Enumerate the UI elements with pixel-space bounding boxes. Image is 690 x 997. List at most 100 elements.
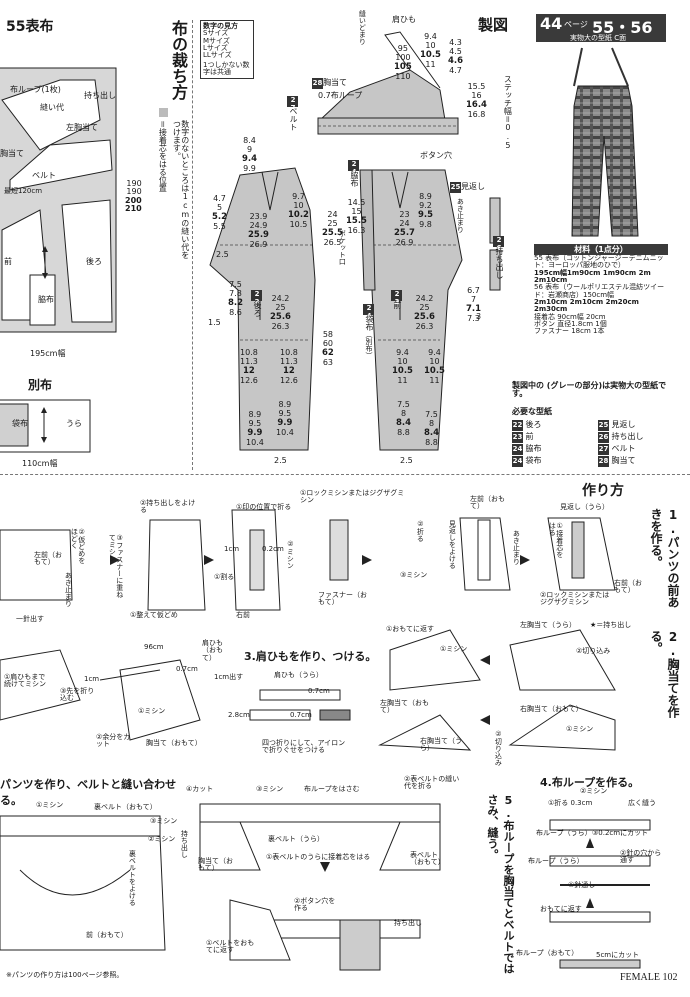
s5-note-5: 胸当て（おもて） — [198, 857, 233, 873]
s6-note-2: ③ミシン — [150, 817, 178, 825]
s1-note-2: ①接着芯をはる — [548, 522, 564, 558]
piece-back: 22後ろ — [251, 290, 262, 317]
s6-note-3: ②ミシン — [148, 835, 176, 843]
s2-note-0: 左胸当て（うら） — [520, 621, 576, 629]
s3-note-3: 0.7cm — [290, 711, 312, 719]
s1-note-22: あき止まり — [64, 572, 73, 607]
instructions-title: 作り方 — [582, 483, 624, 499]
step-2-diagrams — [378, 629, 616, 751]
misc-1: 1.5 — [208, 318, 221, 327]
s5-note-0: ④カット — [186, 785, 214, 793]
s4-note-10: 布ループ（おもて） — [516, 949, 579, 957]
s4-note-2: 広く縫う — [628, 799, 656, 807]
subfabric-title: 別布 — [28, 378, 53, 392]
s1-note-0: 見返し（うら） — [560, 503, 609, 511]
step-3-diagrams — [0, 649, 351, 741]
layout-label-seam: 縫い代 — [40, 103, 64, 112]
strap-note: 縫いどまり — [358, 10, 367, 45]
s1-note-7: ②折る — [416, 520, 425, 542]
piece-placket: 26持ち出し — [493, 236, 504, 279]
layout-label-loop: 布ループ(1枚) — [10, 85, 61, 94]
s2-note-2: ②切り込み — [576, 647, 611, 655]
s1-note-21: 左前（おもて） — [34, 551, 62, 567]
s2-note-9: ②切り込み — [494, 730, 503, 766]
s1-note-5: 左前（おもて） — [470, 495, 505, 511]
s3-note-4: 2.8cm — [228, 711, 250, 719]
s2-note-8: ①ミシン — [566, 725, 594, 733]
piece-facing: 25見返し — [450, 182, 485, 193]
s5-note-6: 裏ベルト（うら） — [268, 835, 324, 843]
s3-note-5: 四つ折りにして、アイロンで折りぐせをつける — [262, 739, 346, 755]
materials-panel: 材料（1点分） 55 表布（コットンジャージーデニムニット：ヨーロッパ服地のひで… — [534, 244, 668, 336]
s4-note-9: 5cmにカット — [596, 951, 640, 959]
pocket-opening: ポケット口 — [338, 230, 347, 265]
subfabric-label-pocket: 袋布 — [12, 419, 28, 428]
s3-note-8: 0.7cm — [176, 665, 198, 673]
s2-note-1: ★＝持ち出し — [590, 621, 632, 629]
s4-note-4: ③0.2cmにカット — [592, 829, 649, 837]
s4-note-3: 布ループ（うら） — [536, 829, 592, 837]
piece-bib: 28胸当て — [312, 78, 347, 89]
s5-note-4: 持ち出し — [180, 830, 189, 858]
s3-note-11: ②余分をカット — [96, 733, 131, 749]
s5-note-9: ②ボタン穴を作る — [294, 897, 336, 913]
s5-note-2: 布ループをはさむ — [304, 785, 360, 793]
pattern-pieces-need: 必要な型紙 — [512, 407, 552, 416]
hem-gap-front: 2.5 — [400, 456, 413, 465]
s5-note-8: 表ベルト（おもて） — [410, 851, 445, 867]
s6-note-0: ①ミシン — [36, 801, 64, 809]
subfabric-diagram — [0, 399, 91, 453]
s1-note-15: 右前 — [236, 611, 250, 619]
strap-label: 肩ひも — [392, 15, 416, 24]
s1-note-23: 一針出す — [16, 615, 44, 623]
s4-note-0: ②ミシン — [580, 787, 608, 795]
s1-note-11: ②ミシン — [286, 540, 295, 569]
s1-note-6: 見返しをよける — [448, 520, 457, 569]
layout-label-side: 脇布 — [38, 295, 54, 304]
s1-note-3: 右前（おもて） — [614, 579, 642, 595]
belt-loop-label: 0.7布ループ — [318, 91, 363, 100]
s4-note-6: ②針の穴から通す — [620, 849, 662, 865]
layout-label-left-bib: 左胸当て — [66, 123, 98, 132]
hem-gap-back: 2.5 — [274, 456, 287, 465]
cutting-note: 数字のないところは1cmの縫い代をつけます。 — [172, 120, 190, 259]
piece-belt: 27ベルト — [287, 96, 298, 131]
step-5-diagrams — [199, 803, 441, 971]
s1-note-14: 0.2cm — [262, 545, 284, 553]
subfabric-width: 110cm幅 — [22, 459, 58, 468]
s5-note-3: ②表ベルトの縫い代を折る — [404, 775, 460, 791]
s1-note-8: ③ミシン — [400, 571, 428, 579]
s1-note-1: ②ロックミシンまたはジグザグミシン — [540, 591, 610, 607]
s3-note-7: 96cm — [144, 643, 164, 651]
footnote: ※パンツの作り方は100ページ参照。 — [6, 971, 124, 979]
s4-note-5: 布ループ（うら） — [528, 857, 584, 865]
fabric-layout-title: 55表布 — [6, 19, 54, 35]
s3-note-10: ①肩ひもまで続けてミシン — [4, 673, 46, 689]
step-3-title: 3.肩ひもを作り、つける。 — [244, 650, 377, 663]
s2-note-3: ①おもてに返す — [386, 625, 434, 633]
piece-side: 24脇布 — [348, 160, 359, 187]
cutting-title: 布の裁ち方 — [169, 20, 188, 100]
fabric-layout-diagram — [0, 67, 117, 333]
s4-note-1: ①折る 0.3cm — [548, 799, 593, 807]
stitch-note: ステッチ幅＝0.5 — [503, 75, 513, 150]
s5-note-1: ③ミシン — [256, 785, 284, 793]
s1-note-19: ③ファスナーに重ねてミシン — [108, 534, 124, 598]
pattern-pieces-intro: 製図中の (グレーの部分)は実物大の型紙です。 — [512, 381, 667, 399]
